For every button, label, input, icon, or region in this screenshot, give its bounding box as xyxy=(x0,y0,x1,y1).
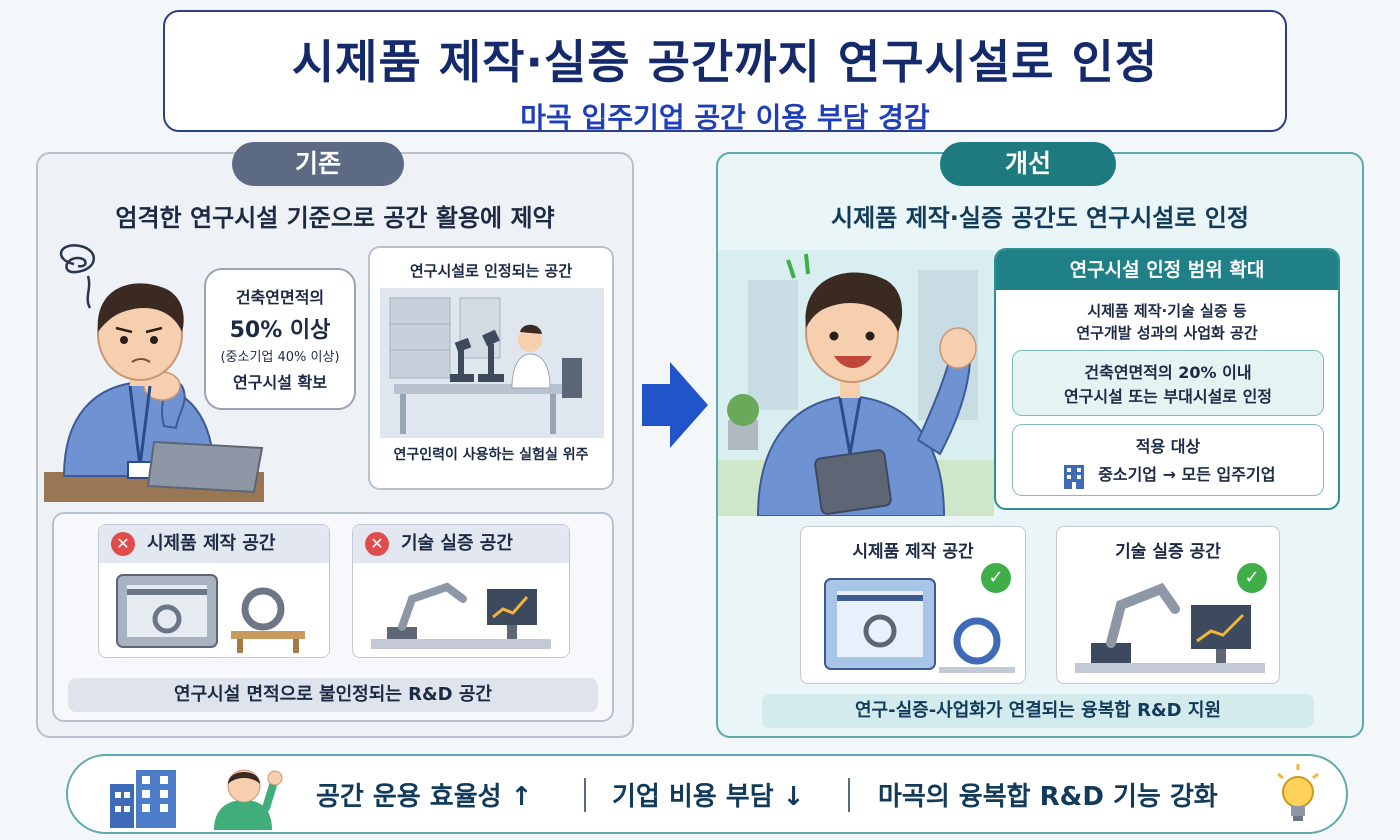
footer-divider xyxy=(848,778,850,812)
scope-desc1: 시제품 제작·기술 실증 등 xyxy=(1087,302,1247,320)
after-card-prototype: 시제품 제작 공간 ✓ xyxy=(800,526,1026,684)
scope-rule1: 건축연면적의 20% 이내 xyxy=(1084,363,1252,382)
tablet-icon xyxy=(814,449,892,515)
x-icon: ✕ xyxy=(365,532,389,556)
3d-printer-illustration xyxy=(824,578,1015,673)
footer-item3: 마곡의 융복합 R&D 기능 강화 xyxy=(878,782,1218,812)
gear-icon-2 xyxy=(241,587,285,631)
lab-card-caption: 연구인력이 사용하는 실험실 위주 xyxy=(393,447,589,463)
scientist-figure xyxy=(511,324,551,389)
after-card-demo: 기술 실증 공간 ✓ xyxy=(1056,526,1280,684)
bubble-line3: (중소기업 40% 이상) xyxy=(220,350,340,365)
arrow-right-icon xyxy=(642,362,708,448)
footer-item2: 기업 비용 부담 ↓ xyxy=(612,782,805,812)
before-card-prototype-head: ✕ 시제품 제작 공간 xyxy=(99,525,329,563)
happy-man-illustration xyxy=(718,250,994,516)
gear-icon xyxy=(152,604,182,634)
lab-card: 연구시설로 인정되는 공간 연구인력이 사용하는 실험실 위주 xyxy=(368,246,614,490)
stress-scribble-icon xyxy=(60,244,95,309)
requirement-bubble: 건축연면적의 50% 이상 (중소기업 40% 이상) 연구시설 확보 xyxy=(204,268,356,410)
check-icon: ✓ xyxy=(981,563,1011,593)
scope-title: 연구시설 인정 범위 확대 xyxy=(996,250,1338,290)
laptop-icon xyxy=(146,440,264,494)
robot-arm-icon xyxy=(398,582,467,631)
sub-title: 마곡 입주기업 공간 이용 부담 경감 xyxy=(520,101,930,134)
after-label: 개선 xyxy=(940,142,1116,186)
target-box: 적용 대상 중소기업 → 모든 입주기업 xyxy=(1012,424,1324,496)
target-row: 중소기업 → 모든 입주기업 xyxy=(1013,461,1323,489)
before-label: 기존 xyxy=(232,142,404,186)
microscope-icon xyxy=(450,337,474,382)
x-icon: ✕ xyxy=(111,532,135,556)
monitor-icon xyxy=(487,589,537,625)
cheering-person-icon xyxy=(214,769,283,830)
microscope2-icon xyxy=(478,329,504,382)
before-card-demo: ✕ 기술 실증 공간 xyxy=(352,524,570,658)
after-banner: 연구-실증-사업화가 연결되는 융복합 R&D 지원 xyxy=(762,694,1314,728)
after-heading: 시제품 제작·실증 공간도 연구시설로 인정 xyxy=(831,204,1249,232)
main-title: 시제품 제작·실증 공간까지 연구시설로 인정 xyxy=(291,35,1159,89)
robot-arm-icon xyxy=(1106,582,1180,648)
footer-bar: 공간 운용 효율성 ↑ 기업 비용 부담 ↓ 마곡의 융복합 R&D 기능 강화 xyxy=(66,754,1348,834)
bubble-line1: 건축연면적의 xyxy=(235,288,325,307)
before-banner: 연구시설 면적으로 불인정되는 R&D 공간 xyxy=(68,678,598,712)
robot-arm-illustration xyxy=(371,582,551,649)
fist-icon xyxy=(939,327,977,369)
scope-desc2: 연구개발 성과의 사업화 공간 xyxy=(1076,324,1258,342)
building-icon xyxy=(110,770,176,828)
after-card-prototype-label: 시제품 제작 공간 xyxy=(852,542,974,562)
gear-icon-2 xyxy=(953,617,1001,665)
lightbulb-icon xyxy=(1277,764,1319,821)
monitor-icon xyxy=(1191,605,1251,649)
gear-icon xyxy=(863,614,897,648)
scope-rule2: 연구시설 또는 부대시설로 인정 xyxy=(1063,387,1273,406)
3d-printer-illustration xyxy=(116,574,305,653)
footer-item1: 공간 운용 효율성 ↑ xyxy=(316,782,533,812)
title-box: 시제품 제작·실증 공간까지 연구시설로 인정 마곡 입주기업 공간 이용 부담… xyxy=(163,10,1287,134)
lab-card-title: 연구시설로 인정되는 공간 xyxy=(409,262,573,280)
footer-divider xyxy=(584,778,586,812)
bubble-line2: 50% 이상 xyxy=(229,318,331,343)
before-card-prototype-label: 시제품 제작 공간 xyxy=(147,533,276,554)
after-card-demo-label: 기술 실증 공간 xyxy=(1115,542,1221,562)
sparkle-lines xyxy=(786,253,810,279)
before-card-prototype: ✕ 시제품 제작 공간 xyxy=(98,524,330,658)
worried-man-illustration xyxy=(44,244,264,502)
target-title: 적용 대상 xyxy=(1135,437,1201,456)
before-card-demo-label: 기술 실증 공간 xyxy=(401,533,513,554)
bubble-line4: 연구시설 확보 xyxy=(233,373,327,392)
scope-rule-box: 건축연면적의 20% 이내 연구시설 또는 부대시설로 인정 xyxy=(1012,350,1324,416)
lab-illustration xyxy=(380,288,604,438)
plant-icon xyxy=(727,394,759,450)
scope-box: 연구시설 인정 범위 확대 시제품 제작·기술 실증 등 연구개발 성과의 사업… xyxy=(994,248,1340,510)
check-icon: ✓ xyxy=(1237,563,1267,593)
robot-arm-illustration xyxy=(1075,582,1265,673)
target-value: 중소기업 → 모든 입주기업 xyxy=(1098,465,1276,484)
before-heading: 엄격한 연구시설 기준으로 공간 활용에 제약 xyxy=(115,204,555,232)
building-icon xyxy=(1063,464,1084,489)
before-card-demo-head: ✕ 기술 실증 공간 xyxy=(353,525,569,563)
